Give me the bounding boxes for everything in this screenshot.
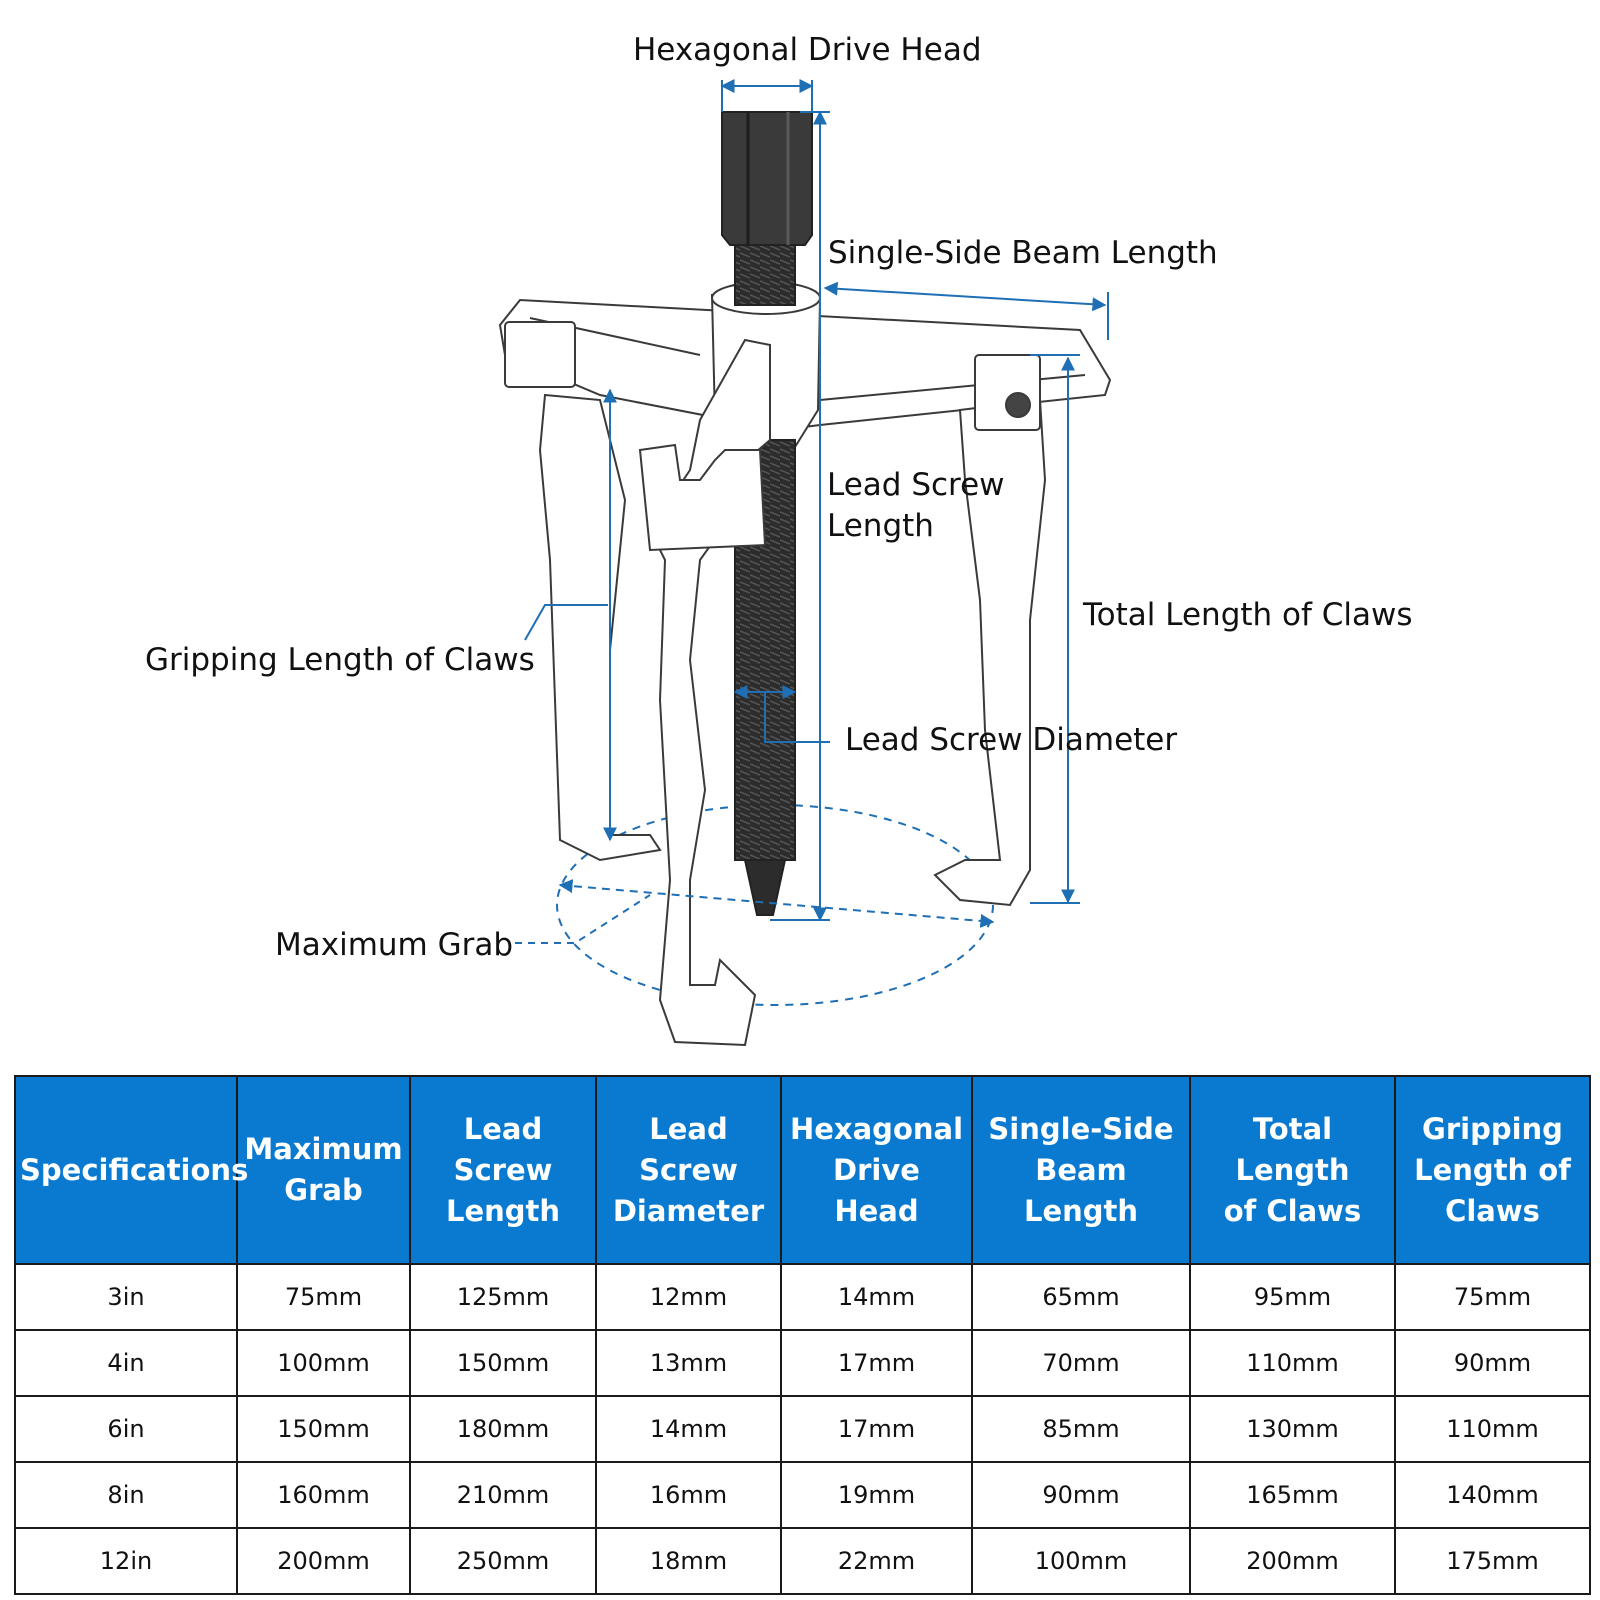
table-cell: 14mm (780, 1263, 973, 1331)
table-cell: 6in (14, 1395, 238, 1463)
diagram-labels: Hexagonal Drive Head Single-Side Beam Le… (145, 32, 1413, 963)
table-cell: 100mm (971, 1527, 1191, 1595)
table-cell: 75mm (236, 1263, 411, 1331)
table-row: 4in 100mm 150mm 13mm 17mm 70mm 110mm 90m… (14, 1329, 1591, 1397)
table-cell: 4in (14, 1329, 238, 1397)
label-lead-screw-diameter: Lead Screw Diameter (845, 722, 1177, 758)
header-total-length-of-claws: Total Length of Claws (1189, 1075, 1396, 1265)
table-cell: 12in (14, 1527, 238, 1595)
table-cell: 18mm (595, 1527, 782, 1595)
table-cell: 165mm (1189, 1461, 1396, 1529)
hex-drive-head (721, 111, 813, 246)
gear-puller-illustration (498, 111, 1112, 1047)
table-cell: 90mm (1394, 1329, 1591, 1397)
table-cell: 200mm (1189, 1527, 1396, 1595)
puller-diagram: Hexagonal Drive Head Single-Side Beam Le… (145, 32, 1413, 1047)
label-beam-length: Single-Side Beam Length (828, 235, 1218, 271)
right-claw-block (974, 354, 1041, 431)
label-lead-screw-length-2: Length (827, 508, 934, 544)
table-cell: 85mm (971, 1395, 1191, 1463)
header-maximum-grab: Maximum Grab (236, 1075, 411, 1265)
header-hexagonal-drive-head: Hexagonal Drive Head (780, 1075, 973, 1265)
table-cell: 75mm (1394, 1263, 1591, 1331)
label-hex-drive-head: Hexagonal Drive Head (633, 32, 982, 68)
table-cell: 110mm (1394, 1395, 1591, 1463)
table-cell: 140mm (1394, 1461, 1591, 1529)
screw-tip (743, 859, 787, 916)
table-cell: 3in (14, 1263, 238, 1331)
specifications-table: Specifications Maximum Grab Lead Screw L… (14, 1075, 1591, 1595)
label-maximum-grab: Maximum Grab (275, 927, 513, 963)
left-claw-block (504, 321, 576, 388)
table-cell: 200mm (236, 1527, 411, 1595)
table-cell: 150mm (236, 1395, 411, 1463)
table-row: 8in 160mm 210mm 16mm 19mm 90mm 165mm 140… (14, 1461, 1591, 1529)
table-cell: 125mm (409, 1263, 597, 1331)
table-header-row: Specifications Maximum Grab Lead Screw L… (14, 1075, 1591, 1265)
table-cell: 175mm (1394, 1527, 1591, 1595)
table-cell: 210mm (409, 1461, 597, 1529)
table-cell: 22mm (780, 1527, 973, 1595)
table-cell: 100mm (236, 1329, 411, 1397)
header-specifications: Specifications (14, 1075, 248, 1265)
label-gripping-length: Gripping Length of Claws (145, 642, 535, 678)
dimension-lines (515, 79, 1109, 944)
table-cell: 17mm (780, 1329, 973, 1397)
table-cell: 65mm (971, 1263, 1191, 1331)
table-cell: 13mm (595, 1329, 782, 1397)
table-row: 6in 150mm 180mm 14mm 17mm 85mm 130mm 110… (14, 1395, 1591, 1463)
table-row: 12in 200mm 250mm 18mm 22mm 100mm 200mm 1… (14, 1527, 1591, 1595)
table-cell: 180mm (409, 1395, 597, 1463)
label-lead-screw-length-1: Lead Screw (827, 467, 1005, 503)
header-gripping-length-of-claws: Gripping Length of Claws (1394, 1075, 1591, 1265)
lead-screw (734, 234, 796, 306)
table-cell: 14mm (595, 1395, 782, 1463)
front-claw-block (638, 443, 767, 552)
header-lead-screw-length: Lead Screw Length (409, 1075, 597, 1265)
left-claw (538, 393, 662, 862)
table-cell: 110mm (1189, 1329, 1396, 1397)
table-cell: 16mm (595, 1461, 782, 1529)
table-cell: 70mm (971, 1329, 1191, 1397)
table-cell: 12mm (595, 1263, 782, 1331)
table-cell: 19mm (780, 1461, 973, 1529)
table-cell: 160mm (236, 1461, 411, 1529)
table-row: 3in 75mm 125mm 12mm 14mm 65mm 95mm 75mm (14, 1263, 1591, 1331)
table-cell: 150mm (409, 1329, 597, 1397)
table-cell: 95mm (1189, 1263, 1396, 1331)
table-cell: 17mm (780, 1395, 973, 1463)
table-cell: 250mm (409, 1527, 597, 1595)
header-single-side-beam-length: Single-Side Beam Length (971, 1075, 1191, 1265)
header-lead-screw-diameter: Lead Screw Diameter (595, 1075, 782, 1265)
beam-length-dimension (823, 281, 1107, 312)
table-cell: 8in (14, 1461, 238, 1529)
table-cell: 90mm (971, 1461, 1191, 1529)
table-cell: 130mm (1189, 1395, 1396, 1463)
label-total-length: Total Length of Claws (1082, 597, 1413, 633)
maximum-grab-dimension (558, 879, 995, 928)
